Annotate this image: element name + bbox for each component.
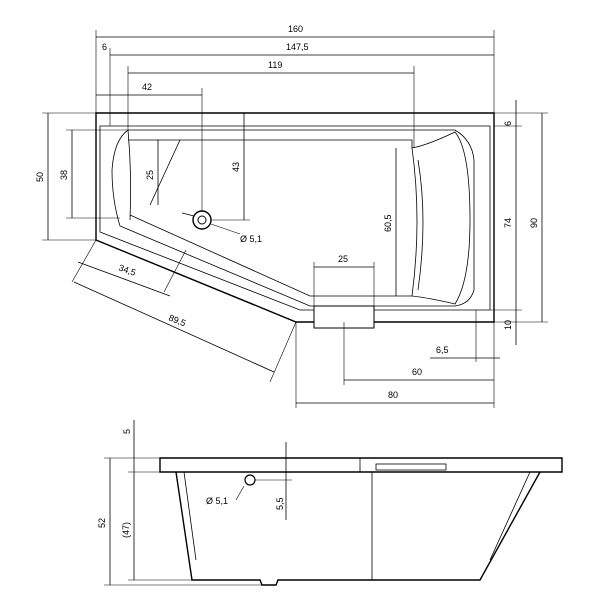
dim-89-5: 89,5 bbox=[167, 313, 187, 329]
dim-25-left: 25 bbox=[145, 170, 155, 180]
dim-42: 42 bbox=[142, 82, 152, 92]
dim-6-left: 6 bbox=[102, 42, 107, 52]
left-backrest bbox=[127, 129, 132, 221]
right-backrest bbox=[411, 131, 471, 305]
dim-47: (47) bbox=[121, 522, 131, 538]
dim-80: 80 bbox=[388, 390, 398, 400]
tub-body-side bbox=[175, 471, 541, 586]
side-view: Ø 5,1 5,5 5 52 (47) bbox=[97, 420, 563, 586]
tub-outline-top bbox=[95, 112, 495, 323]
tub-rim-side bbox=[159, 457, 563, 473]
dim-34-5: 34,5 bbox=[117, 262, 137, 277]
dim-147-5: 147,5 bbox=[286, 42, 309, 52]
tub-rim-line bbox=[99, 125, 491, 311]
overflow-icon bbox=[244, 474, 256, 486]
dim-5-5: 5,5 bbox=[275, 497, 285, 510]
dim-50: 50 bbox=[35, 172, 45, 182]
overflow-diameter-label: Ø 5,1 bbox=[206, 496, 228, 506]
dim-6-5: 6,5 bbox=[436, 345, 449, 355]
dim-38: 38 bbox=[59, 170, 69, 180]
dim-119: 119 bbox=[268, 60, 282, 70]
dim-10: 10 bbox=[503, 320, 513, 330]
dim-25-seat: 25 bbox=[338, 254, 348, 264]
dim-60-bottom: 60 bbox=[412, 367, 422, 377]
dim-52: 52 bbox=[97, 518, 107, 528]
tub-basin bbox=[111, 129, 475, 307]
dim-160: 160 bbox=[288, 24, 303, 34]
dim-74: 74 bbox=[503, 218, 513, 228]
dim-6-right: 6 bbox=[503, 121, 513, 126]
dim-5-side: 5 bbox=[122, 429, 132, 434]
dim-90: 90 bbox=[529, 218, 539, 228]
drain-diameter-label: Ø 5,1 bbox=[240, 234, 262, 244]
top-view: Ø 5,1 160 147,5 6 119 42 50 38 25 43 60,… bbox=[35, 24, 548, 408]
dim-60-5: 60,5 bbox=[383, 214, 393, 232]
dim-43: 43 bbox=[231, 162, 241, 172]
